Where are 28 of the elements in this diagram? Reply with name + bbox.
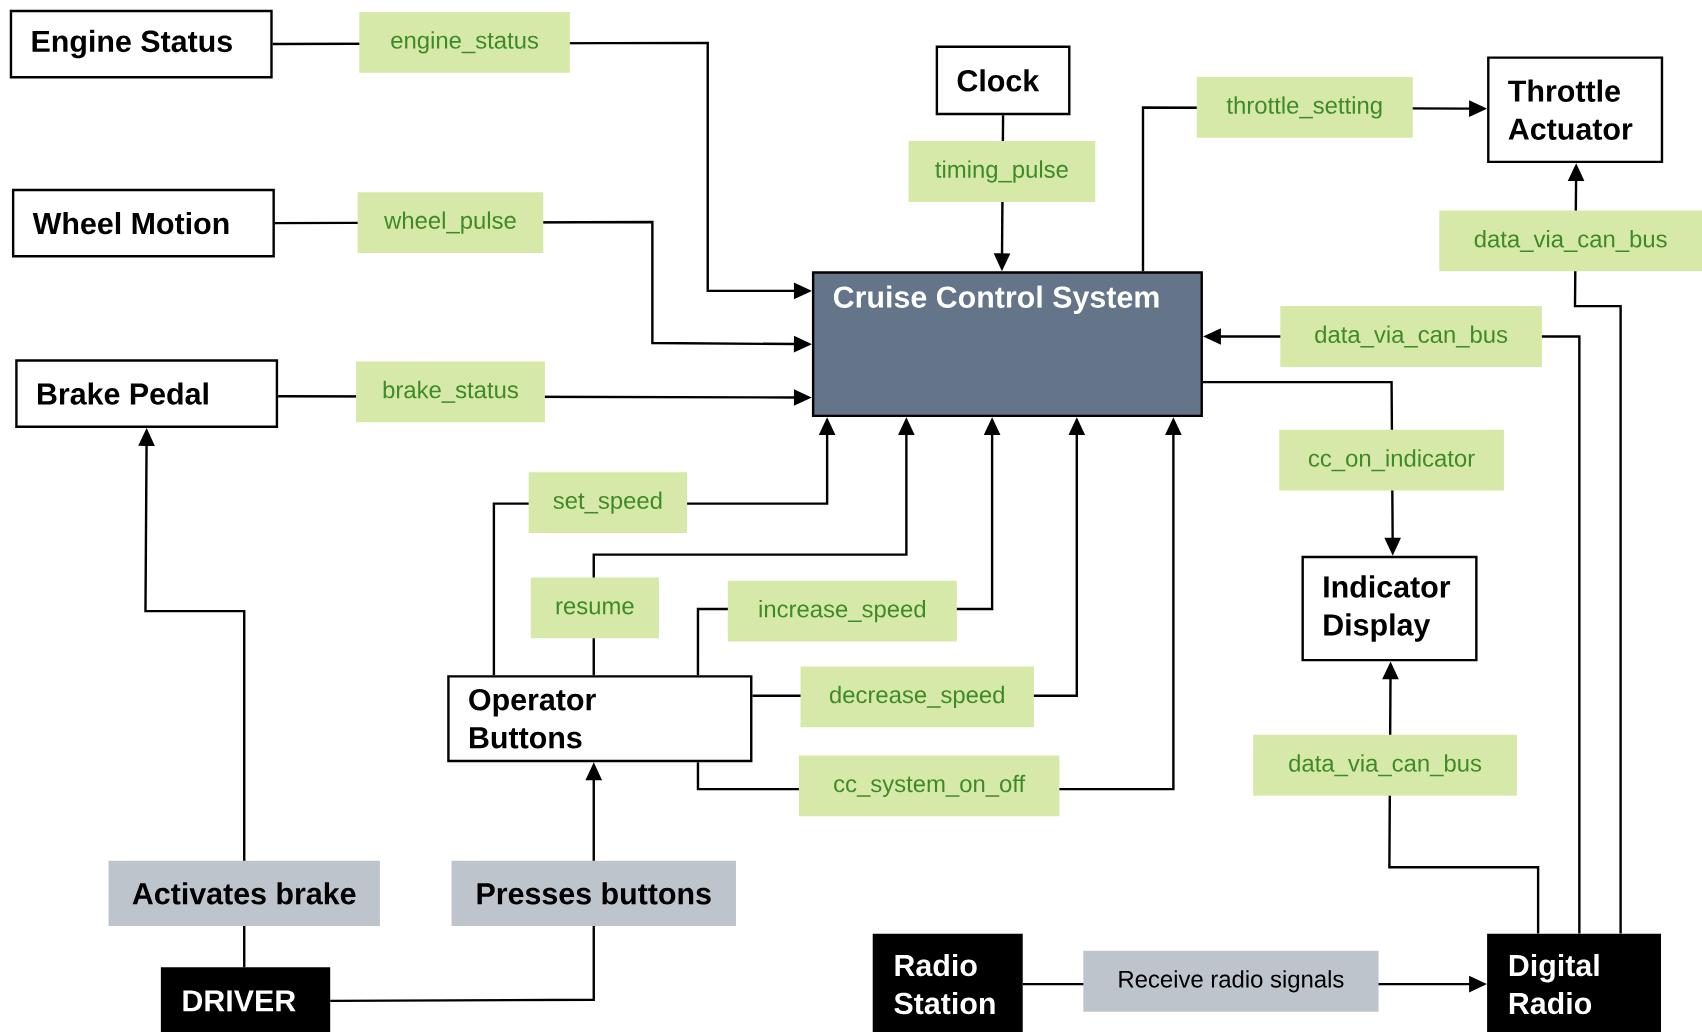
edge-label: resume	[530, 577, 659, 639]
edge-label: throttle_setting	[1196, 76, 1413, 138]
box: Throttle Actuator	[1487, 56, 1664, 163]
edge-label: engine_status	[359, 11, 570, 73]
edge-label: cc_on_indicator	[1279, 429, 1504, 491]
edge-label: increase_speed	[727, 580, 957, 642]
box: Cruise Control System	[811, 271, 1203, 417]
box: Digital Radio	[1487, 933, 1661, 1032]
edge-label: Presses buttons	[451, 860, 736, 926]
edge-label: decrease_speed	[800, 666, 1034, 728]
edge-label: timing_pulse	[908, 141, 1096, 202]
box: Radio Station	[872, 933, 1023, 1032]
box: Brake Pedal	[15, 359, 279, 428]
edge-label: brake_status	[356, 361, 545, 423]
edge-label: wheel_pulse	[357, 192, 544, 253]
edge-label: set_speed	[528, 472, 688, 533]
edge-label: data_via_can_bus	[1280, 306, 1542, 367]
box: Operator Buttons	[447, 675, 753, 763]
box: Indicator Display	[1301, 555, 1478, 662]
box: Wheel Motion	[11, 188, 275, 258]
edge-label: data_via_can_bus	[1253, 734, 1517, 796]
box: DRIVER	[160, 967, 331, 1032]
edge-label: Activates brake	[108, 860, 380, 926]
box: Clock	[935, 45, 1071, 116]
edge-label: cc_system_on_off	[798, 755, 1060, 817]
edge-label: Receive radio signals	[1083, 950, 1379, 1012]
edge-label: data_via_can_bus	[1439, 210, 1702, 272]
box: Engine Status	[9, 9, 273, 79]
